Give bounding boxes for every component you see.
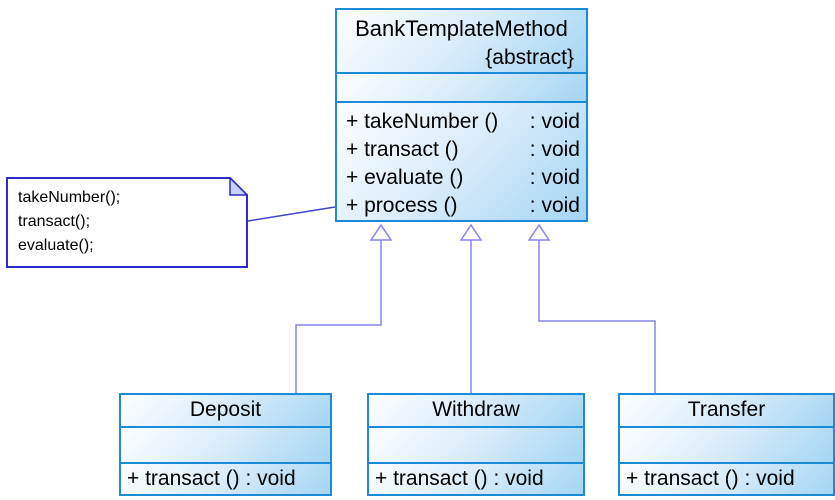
- method-row: + process () : void: [346, 192, 580, 220]
- method-row: + evaluate () : void: [346, 164, 580, 192]
- class-name: Withdraw: [369, 395, 583, 426]
- note-connector-line: [247, 206, 336, 222]
- method-return-type: : void: [529, 194, 580, 217]
- class-deposit: Deposit + transact () : void: [119, 393, 332, 496]
- attributes-compartment: [121, 426, 330, 462]
- note-body: takeNumber(); transact(); evaluate();: [18, 186, 120, 258]
- inheritance-arrowhead-deposit-icon: [369, 223, 393, 241]
- inheritance-arrowhead-withdraw-icon: [459, 223, 483, 241]
- method-signature: + process (): [346, 194, 458, 217]
- inheritance-arrowhead-transfer-icon: [527, 223, 551, 241]
- attributes-compartment: [620, 426, 833, 462]
- note-line: takeNumber();: [18, 189, 121, 206]
- method-signature: + evaluate (): [346, 166, 464, 189]
- method-return-type: : void: [529, 166, 580, 189]
- note-line: transact();: [18, 213, 91, 230]
- generalization-line-transfer: [538, 239, 656, 393]
- class-name: Deposit: [121, 395, 330, 426]
- method-signature: + takeNumber (): [346, 110, 499, 133]
- attributes-compartment: [337, 72, 586, 101]
- note-shape: [6, 177, 248, 268]
- method-return-type: : void: [529, 138, 580, 161]
- method-row: + takeNumber () : void: [346, 108, 580, 136]
- class-transfer: Transfer + transact () : void: [618, 393, 835, 496]
- method-row: + transact () : void: [121, 462, 330, 494]
- uml-note: takeNumber(); transact(); evaluate();: [6, 177, 248, 268]
- method-row: + transact () : void: [620, 462, 833, 494]
- class-stereotype: {abstract}: [485, 46, 574, 69]
- class-withdraw: Withdraw + transact () : void: [367, 393, 585, 496]
- method-signature: + transact (): [346, 138, 459, 161]
- note-fold-icon: [229, 177, 248, 196]
- class-name: BankTemplateMethod: [355, 16, 568, 41]
- note-line: evaluate();: [18, 237, 94, 254]
- method-return-type: : void: [529, 110, 580, 133]
- class-name: Transfer: [620, 395, 833, 426]
- class-bank-template-method: BankTemplateMethod {abstract} + takeNumb…: [335, 8, 588, 222]
- attributes-compartment: [369, 426, 583, 462]
- generalization-line-deposit: [295, 239, 382, 393]
- method-row: + transact () : void: [369, 462, 583, 494]
- class-title-compartment: BankTemplateMethod {abstract}: [337, 10, 586, 72]
- method-row: + transact () : void: [346, 136, 580, 164]
- methods-compartment: + takeNumber () : void + transact () : v…: [337, 101, 586, 220]
- note-outline: [6, 177, 248, 268]
